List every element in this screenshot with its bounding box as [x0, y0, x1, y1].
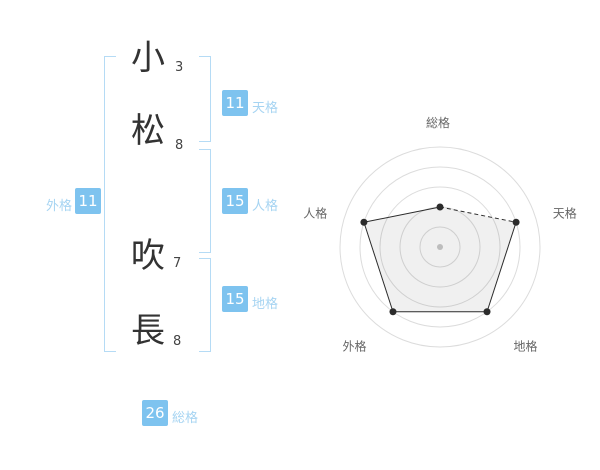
bracket-chikaku [199, 258, 211, 352]
stroke-count: 8 [175, 138, 184, 153]
radar-axis-label: 総格 [426, 115, 450, 130]
name-char: 松 [131, 111, 165, 151]
gaikaku-value-badge: 11 [75, 188, 101, 214]
radar-axis-label: 天格 [553, 206, 577, 221]
stroke-count: 7 [173, 256, 182, 271]
bracket-gaikaku [104, 56, 116, 352]
radar-vertex-dot [436, 203, 444, 211]
radar-vertex-dot [512, 218, 520, 226]
bracket-jinkaku [199, 149, 211, 253]
radar-ring [419, 226, 461, 268]
radar-edge [363, 206, 441, 223]
stroke-count: 3 [175, 60, 184, 75]
radar-vertex-dot [389, 308, 397, 316]
radar-ring [359, 166, 521, 328]
chikaku-value-badge: 15 [222, 286, 248, 312]
radar-edge [486, 222, 517, 312]
radar-axis-label: 地格 [513, 338, 537, 353]
soukaku-value-badge: 26 [142, 400, 168, 426]
radar-center-dot [437, 244, 443, 250]
tenkaku-value-badge: 11 [222, 90, 248, 116]
jinkaku-value-badge: 15 [222, 188, 248, 214]
radar-edge [363, 222, 394, 312]
gaikaku-label: 外格 [45, 199, 72, 214]
jinkaku-label: 人格 [252, 199, 279, 214]
bracket-tenkaku [199, 56, 211, 142]
radar-vertex-dot [483, 308, 491, 316]
radar-ring [379, 186, 501, 308]
name-char: 長 [131, 311, 165, 351]
chikaku-label: 地格 [252, 297, 279, 312]
radar-axis-label: 外格 [343, 338, 367, 353]
stroke-count: 8 [173, 334, 182, 349]
radar-edge [439, 206, 517, 223]
radar-area [363, 207, 517, 312]
tenkaku-label: 天格 [252, 101, 279, 116]
soukaku-label: 総格 [172, 411, 199, 426]
radar-ring [339, 146, 541, 348]
name-char: 吹 [131, 236, 165, 276]
radar-chart: 総格天格地格 外格 人格 [295, 108, 585, 398]
radar-vertex-dot [360, 218, 368, 226]
name-char: 小 [131, 38, 165, 78]
radar-axis-label: 人格 [303, 206, 327, 221]
